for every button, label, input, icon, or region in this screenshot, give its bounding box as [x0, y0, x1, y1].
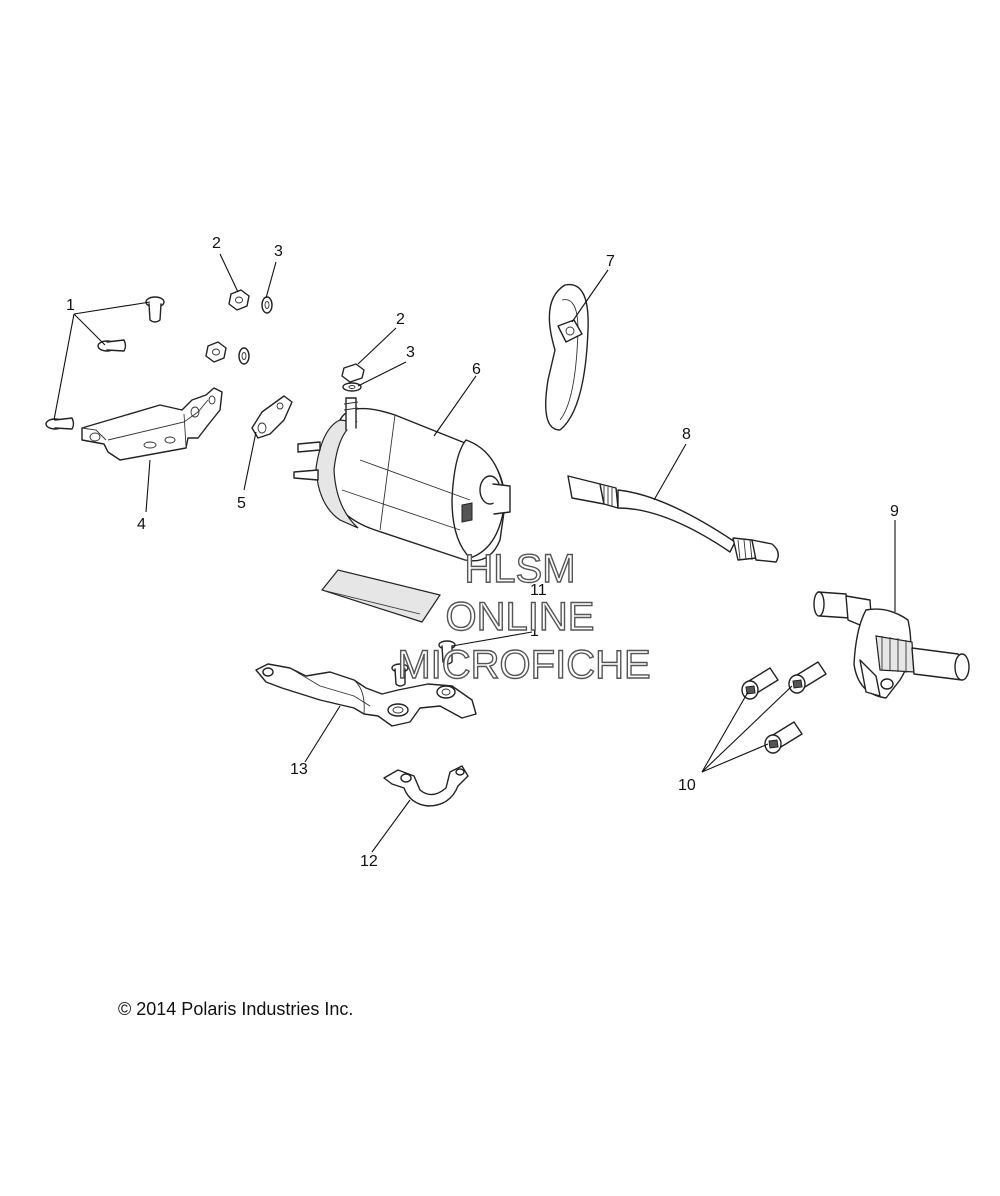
watermark-line-3: MICROFICHE [397, 643, 650, 687]
callout-12: 12 [360, 853, 378, 870]
callout-6: 6 [472, 361, 481, 378]
bolt-1c [45, 417, 75, 430]
part-1-bolt-group [45, 296, 165, 430]
callout-3: 3 [406, 344, 415, 361]
callout-numbers: 1 2 3 2 3 6 7 8 9 5 4 11 1 10 13 12 [66, 235, 899, 870]
part-9-drive-assembly [813, 591, 970, 699]
callout-1: 1 [530, 623, 539, 640]
watermark: HLSM ONLINE MICROFICHE [397, 546, 652, 687]
part-11-pad [320, 569, 441, 623]
leader-lines [53, 253, 896, 853]
part-6-starter-motor [293, 397, 511, 562]
part-2-nut-group [205, 289, 365, 383]
callout-3: 3 [274, 243, 283, 260]
part-4-bracket [81, 387, 223, 461]
callout-11: 11 [530, 582, 547, 599]
part-13-mounting-plate [255, 663, 477, 727]
callout-13: 13 [290, 761, 308, 778]
callout-8: 8 [682, 426, 691, 443]
copyright-notice: © 2014 Polaris Industries Inc. [118, 999, 354, 1019]
part-3-washer-group [238, 296, 362, 392]
callout-2: 2 [396, 311, 405, 328]
callout-9: 9 [890, 503, 899, 520]
part-10-screw-group [741, 661, 827, 754]
watermark-line-2: ONLINE [446, 595, 595, 639]
bolt-1b [97, 339, 127, 352]
part-12-strap-bracket [383, 765, 469, 807]
callout-7: 7 [606, 253, 615, 270]
callout-2: 2 [212, 235, 221, 252]
callout-10: 10 [678, 777, 696, 794]
part-8-cable [567, 475, 779, 563]
callout-1: 1 [66, 297, 75, 314]
callout-4: 4 [137, 516, 146, 533]
part-1-lower-bolts [391, 640, 456, 687]
part-7-hose-clamp [545, 283, 589, 431]
watermark-line-1: HLSM [464, 547, 575, 591]
part-5-plate [251, 395, 293, 439]
callout-5: 5 [237, 495, 246, 512]
bolt-1a [145, 296, 165, 323]
